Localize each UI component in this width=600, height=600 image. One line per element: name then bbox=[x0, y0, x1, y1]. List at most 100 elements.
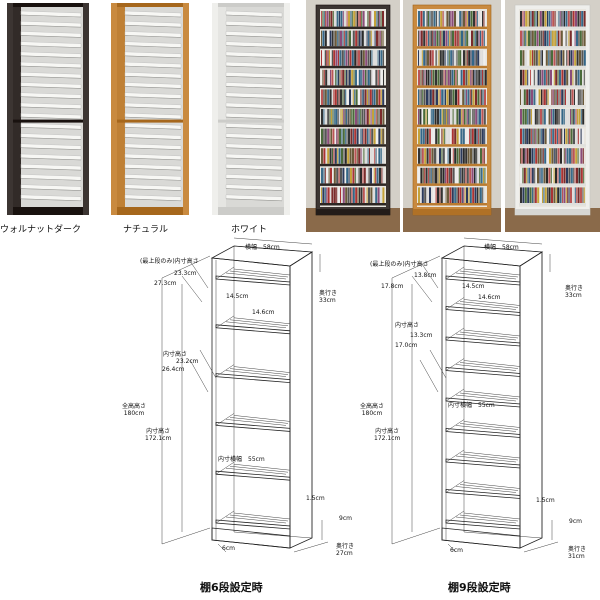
cabinet-base bbox=[111, 207, 189, 215]
cd-case bbox=[450, 11, 452, 27]
cd-case bbox=[540, 128, 542, 145]
cd-case bbox=[346, 128, 348, 145]
cd-case bbox=[333, 30, 335, 47]
cd-case bbox=[566, 148, 569, 164]
cd-case bbox=[460, 128, 463, 145]
cd-rail bbox=[455, 364, 517, 371]
cd-case bbox=[356, 50, 358, 66]
cd-case bbox=[581, 89, 583, 105]
cd-case bbox=[329, 128, 331, 145]
cd-case bbox=[463, 69, 465, 86]
cd-case bbox=[331, 69, 334, 86]
cd-case bbox=[356, 128, 359, 145]
cd-case bbox=[454, 11, 456, 27]
cd-case bbox=[568, 167, 571, 184]
cd-case bbox=[555, 50, 557, 66]
left-caption: 棚6段設定時 bbox=[200, 581, 263, 594]
cd-case bbox=[444, 11, 446, 27]
cd-case bbox=[528, 30, 530, 47]
cd-case bbox=[367, 128, 368, 145]
cd-case bbox=[437, 128, 440, 145]
cd-case bbox=[371, 50, 373, 66]
cd-case bbox=[555, 148, 558, 164]
cd-case bbox=[530, 30, 532, 47]
cd-case bbox=[337, 187, 340, 203]
cd-case bbox=[373, 89, 376, 105]
cd-case bbox=[543, 50, 546, 66]
left-top-note: (最上段のみ)内寸高さ bbox=[140, 258, 199, 265]
cd-case bbox=[377, 11, 379, 27]
cd-case bbox=[340, 11, 343, 27]
cd-case bbox=[344, 148, 347, 164]
cd-case bbox=[322, 50, 325, 66]
cd-case bbox=[583, 30, 586, 47]
shelf-edge bbox=[124, 188, 182, 191]
cabinet-right-side bbox=[284, 3, 290, 215]
cd-rail bbox=[463, 421, 521, 428]
cd-case bbox=[458, 167, 460, 184]
right-width-label: 横幅 58cm bbox=[484, 244, 519, 251]
cd-case bbox=[535, 89, 537, 105]
cd-case bbox=[377, 109, 379, 125]
cd-case bbox=[549, 89, 551, 105]
shelf-depth-line bbox=[445, 388, 465, 402]
cd-case bbox=[345, 50, 348, 66]
cd-case bbox=[571, 148, 573, 164]
cd-rail bbox=[455, 516, 517, 524]
cd-case bbox=[451, 11, 454, 27]
cd-case bbox=[466, 167, 469, 184]
cd-case bbox=[382, 187, 385, 203]
cd-case bbox=[421, 69, 423, 86]
cd-case bbox=[573, 128, 575, 145]
cd-case bbox=[469, 167, 472, 184]
cd-case bbox=[361, 109, 364, 125]
cd-case bbox=[559, 89, 561, 105]
cd-case bbox=[364, 30, 367, 47]
cd-rail bbox=[225, 370, 287, 377]
cd-case bbox=[333, 148, 335, 164]
cd-case bbox=[444, 128, 446, 145]
left-foot: 6cm bbox=[222, 545, 235, 552]
cd-case bbox=[335, 69, 337, 86]
cd-case bbox=[554, 30, 557, 47]
cd-case bbox=[476, 30, 479, 47]
shelf-board bbox=[215, 324, 291, 335]
cd-case bbox=[576, 50, 579, 66]
cd-case bbox=[565, 109, 568, 125]
shelf-board bbox=[215, 470, 291, 481]
cd-case bbox=[425, 50, 427, 66]
cd-case bbox=[464, 109, 465, 125]
cd-rail bbox=[229, 465, 289, 473]
cd-case bbox=[346, 109, 347, 125]
cd-case bbox=[321, 167, 323, 184]
right-w1: 14.5cm bbox=[462, 283, 485, 290]
right-inner-h2: 17.0cm bbox=[395, 342, 418, 349]
cd-case bbox=[424, 187, 427, 203]
cd-case bbox=[435, 128, 438, 145]
cd-case bbox=[424, 167, 426, 184]
cd-case bbox=[480, 69, 482, 86]
cd-case bbox=[447, 148, 449, 164]
shelf-edge bbox=[20, 198, 82, 202]
cd-case bbox=[477, 187, 478, 203]
cd-case bbox=[551, 148, 554, 164]
cd-case bbox=[343, 109, 345, 125]
shelf-depth-line bbox=[215, 413, 235, 426]
cd-case bbox=[548, 167, 551, 184]
cd-case bbox=[526, 128, 529, 145]
shelf-edge bbox=[225, 35, 283, 38]
cd-case bbox=[332, 128, 335, 145]
cd-case bbox=[458, 187, 459, 203]
cd-case bbox=[330, 187, 331, 203]
shelf-board bbox=[417, 85, 487, 88]
cd-case bbox=[459, 128, 460, 145]
cd-case bbox=[359, 128, 360, 145]
cd-case bbox=[529, 167, 530, 184]
cd-case bbox=[577, 148, 579, 164]
cd-case bbox=[370, 11, 372, 27]
cd-case bbox=[559, 128, 561, 145]
cd-case bbox=[432, 109, 435, 125]
cd-case bbox=[430, 11, 432, 27]
cd-case bbox=[546, 69, 548, 86]
dimension-ext-bottom bbox=[161, 527, 211, 545]
